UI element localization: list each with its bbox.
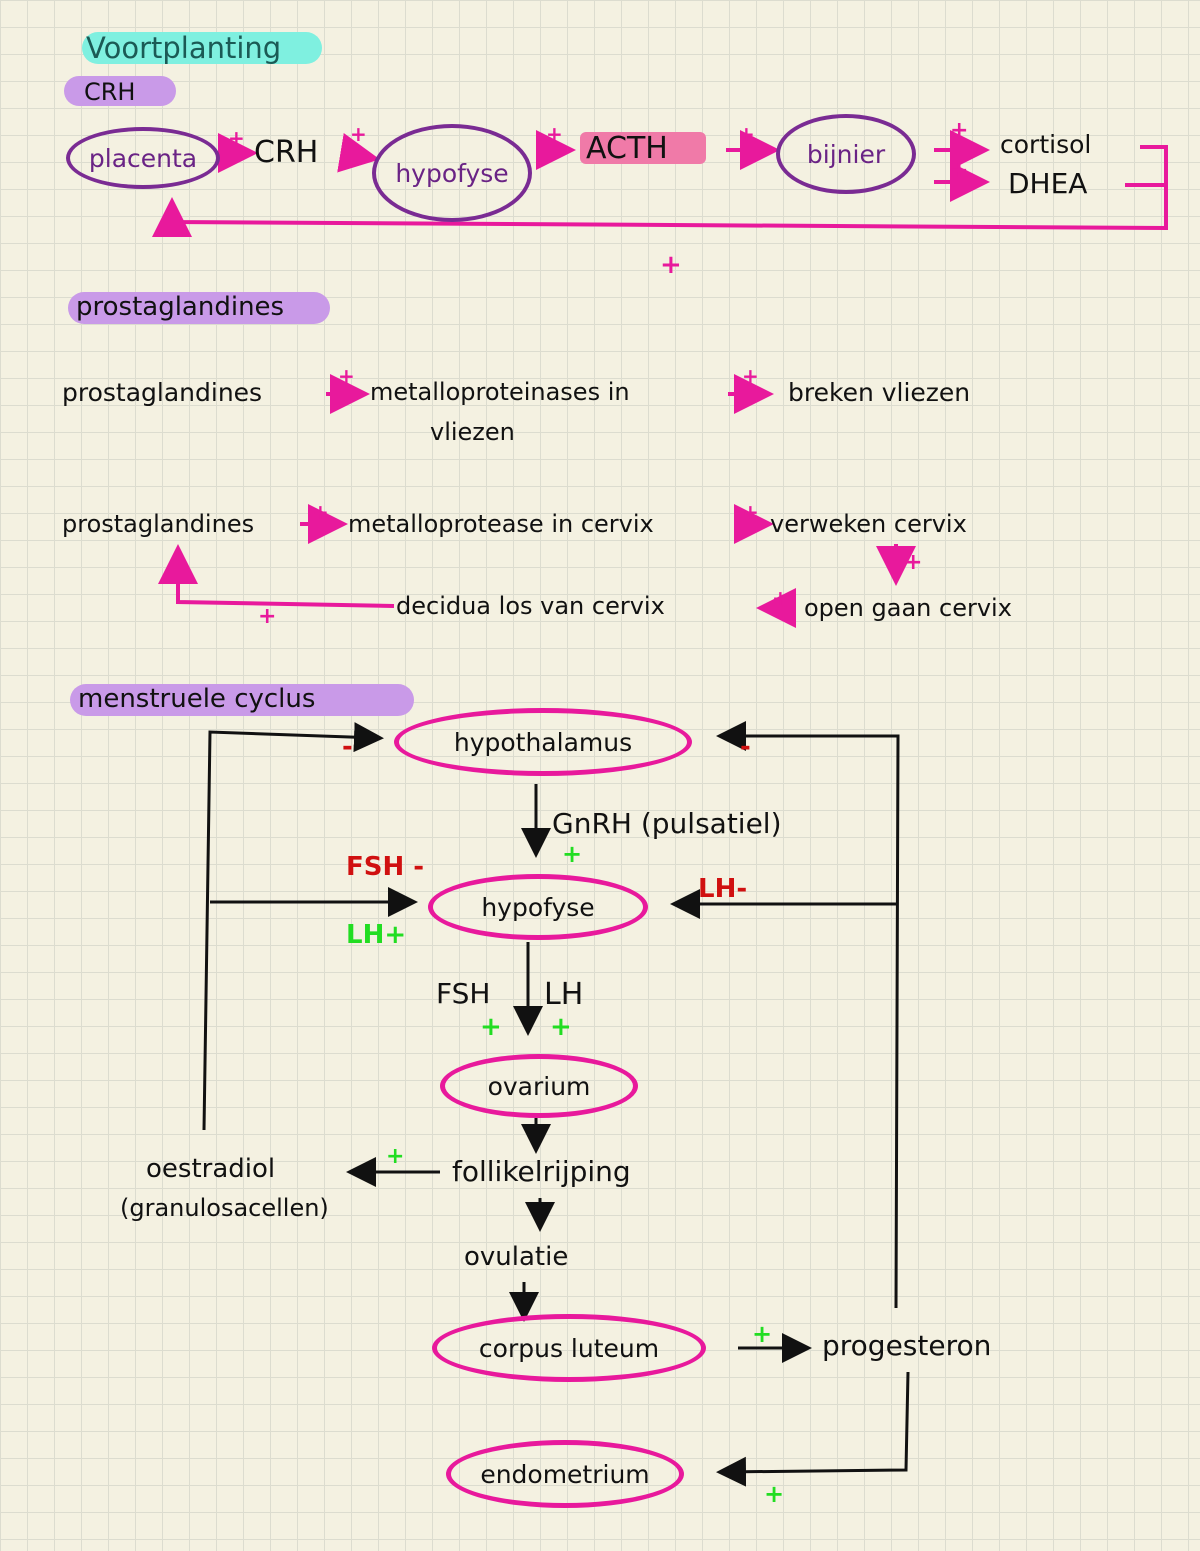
plus-sign: + bbox=[742, 500, 759, 524]
plus-sign: + bbox=[350, 122, 367, 146]
decidua-label: decidua los van cervix bbox=[396, 592, 665, 620]
ovarium-label: ovarium bbox=[487, 1071, 591, 1101]
menstruele-cyclus-heading: menstruele cyclus bbox=[78, 684, 316, 714]
fsh-plus-sign: + bbox=[480, 1012, 502, 1042]
metalloprotease-label: metalloprotease in cervix bbox=[348, 510, 654, 538]
bijnier-label: bijnier bbox=[806, 139, 886, 169]
open-gaan-cervix-label: open gaan cervix bbox=[804, 594, 1012, 622]
cortisol-label: cortisol bbox=[1000, 130, 1092, 159]
oestradiol-label: oestradiol bbox=[146, 1154, 276, 1184]
plus-sign: + bbox=[742, 364, 759, 388]
verweken-cervix-label: verweken cervix bbox=[770, 510, 967, 538]
vliezen-label: vliezen bbox=[430, 418, 515, 446]
placenta-node: placenta bbox=[66, 127, 220, 189]
prostaglandines-label-2: prostaglandines bbox=[62, 510, 255, 538]
plus-sign: + bbox=[738, 122, 755, 146]
plus-sign: + bbox=[546, 122, 563, 146]
corpus-luteum-label: corpus luteum bbox=[478, 1333, 660, 1363]
lh-plus-sign: + bbox=[550, 1012, 572, 1042]
fsh-minus-label: FSH - bbox=[346, 852, 425, 882]
granulosacellen-label: (granulosacellen) bbox=[120, 1194, 329, 1222]
placenta-label: placenta bbox=[88, 143, 198, 173]
endometrium-plus-sign: + bbox=[764, 1480, 785, 1508]
fsh-label: FSH bbox=[436, 977, 491, 1010]
hypofyse-node: hypofyse bbox=[428, 874, 648, 940]
bijnier-node: bijnier bbox=[776, 114, 916, 194]
oestradiol-plus-sign: + bbox=[386, 1144, 405, 1169]
ovulatie-label: ovulatie bbox=[464, 1242, 569, 1272]
page-title: Voortplanting bbox=[86, 31, 282, 65]
dhea-label: DHEA bbox=[1008, 167, 1088, 200]
progesteron-plus-sign: + bbox=[752, 1320, 773, 1348]
gnrh-label: GnRH (pulsatiel) bbox=[552, 807, 782, 840]
crh-label: CRH bbox=[254, 135, 319, 170]
hypothalamus-left-minus-sign: - bbox=[342, 732, 353, 762]
lh-plus-label: LH+ bbox=[346, 920, 407, 950]
hypofyse-label-top: hypofyse bbox=[395, 158, 509, 188]
plus-sign: + bbox=[312, 500, 329, 524]
follikelrijping-label: follikelrijping bbox=[452, 1155, 631, 1188]
endometrium-node: endometrium bbox=[446, 1440, 684, 1508]
acth-highlight bbox=[580, 132, 706, 164]
plus-sign: + bbox=[950, 158, 969, 183]
hypofyse-node-top: hypofyse bbox=[372, 124, 532, 222]
breken-vliezen-label: breken vliezen bbox=[788, 378, 971, 407]
progesteron-label: progesteron bbox=[822, 1329, 992, 1362]
plus-sign: + bbox=[772, 586, 789, 610]
plus-sign: + bbox=[950, 118, 969, 143]
menstruele-highlight bbox=[70, 684, 414, 716]
prostaglandines-heading: prostaglandines bbox=[76, 292, 285, 322]
crh-heading: CRH bbox=[84, 78, 136, 106]
hypofyse-label: hypofyse bbox=[481, 892, 595, 922]
gnrh-plus-sign: + bbox=[562, 840, 583, 868]
hypothalamus-node: hypothalamus bbox=[394, 708, 692, 776]
plus-sign: + bbox=[338, 364, 355, 388]
endometrium-label: endometrium bbox=[480, 1459, 650, 1489]
prostaglandines-highlight bbox=[68, 292, 330, 324]
plus-sign: + bbox=[904, 550, 923, 575]
ovarium-node: ovarium bbox=[440, 1054, 638, 1118]
lh-label: LH bbox=[544, 977, 584, 1012]
hypothalamus-label: hypothalamus bbox=[453, 727, 633, 757]
feedback-plus-sign: + bbox=[660, 250, 682, 280]
hypothalamus-right-minus-sign: - bbox=[740, 732, 751, 762]
plus-sign: + bbox=[228, 126, 245, 150]
corpus-luteum-node: corpus luteum bbox=[432, 1314, 706, 1382]
lh-minus-label: LH- bbox=[698, 874, 748, 904]
title-highlight bbox=[82, 32, 322, 64]
metalloproteinases-label: metalloproteinases in bbox=[370, 378, 630, 406]
prostaglandines-label: prostaglandines bbox=[62, 378, 263, 407]
plus-sign: + bbox=[258, 604, 277, 629]
acth-label: ACTH bbox=[586, 131, 668, 166]
crh-highlight bbox=[64, 76, 176, 106]
